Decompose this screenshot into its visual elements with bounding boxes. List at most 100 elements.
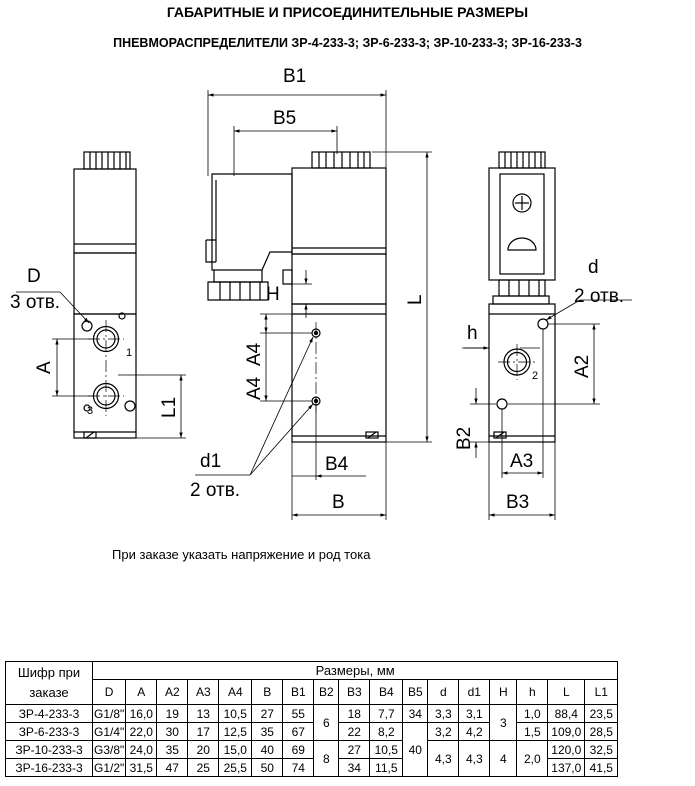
order-note: При заказе указать напряжение и род тока <box>112 547 371 562</box>
cell-d1: 3,1 <box>458 704 491 723</box>
drawing-title: ГАБАРИТНЫЕ И ПРИСОЕДИНИТЕЛЬНЫЕ РАЗМЕРЫ <box>166 4 529 20</box>
row-code: ЗР-10-233-3 <box>5 740 93 759</box>
center-view <box>205 151 387 443</box>
dim-L1: L1 <box>159 397 180 418</box>
cell-L: 88,4 <box>547 704 586 723</box>
cell-D: G1/8" <box>91 704 127 723</box>
dim-B3: B3 <box>506 492 529 513</box>
cell-B4: 8,2 <box>369 722 404 741</box>
cell-B: 50 <box>251 758 284 777</box>
cell-A: 16,0 <box>125 704 158 723</box>
col-D: D <box>91 679 127 705</box>
dim-B5: B5 <box>273 108 296 129</box>
cell-B1: 69 <box>282 740 315 759</box>
col-B5: B5 <box>402 679 429 705</box>
cell-B4: 7,7 <box>369 704 404 723</box>
dim-d-count: 2 отв. <box>574 286 624 307</box>
cell-B: 35 <box>251 722 284 741</box>
cell-L1: 23,5 <box>584 704 619 723</box>
cell-h-merged: 2,0 <box>516 740 549 777</box>
dim-D-count: 3 отв. <box>10 292 60 313</box>
col-B3: B3 <box>338 679 371 705</box>
dim-A4-top: A4 <box>244 342 265 366</box>
cell-B4: 10,5 <box>369 740 404 759</box>
cell-B5-merged: 40 <box>402 722 429 777</box>
col-A2: A2 <box>156 679 189 705</box>
cell-d: 3,2 <box>427 722 460 741</box>
cell-h: 1,5 <box>516 722 549 741</box>
cell-B3: 18 <box>338 704 371 723</box>
dim-A2: A2 <box>572 355 593 378</box>
row-code: ЗР-4-233-3 <box>5 704 93 723</box>
port-1-label: 1 <box>126 347 132 359</box>
dim-D: D <box>27 266 41 287</box>
cell-B3: 27 <box>338 740 371 759</box>
cell-A2: 35 <box>156 740 189 759</box>
dim-A4-bottom: A4 <box>244 376 265 400</box>
table-header-row: Шифр при заказе Размеры, мм <box>5 661 619 705</box>
table-row: ЗР-10-233-3 G3/8" 24,0 35 20 15,0 40 69 … <box>5 740 619 777</box>
cell-H-merged: 4 <box>489 740 518 777</box>
col-d1: d1 <box>458 679 491 705</box>
cell-A3: 20 <box>187 740 220 759</box>
col-A3: A3 <box>187 679 220 705</box>
col-H: H <box>489 679 518 705</box>
dim-A: A <box>34 361 55 374</box>
cell-D: G1/2" <box>91 758 127 777</box>
cell-d1: 4,2 <box>458 722 491 741</box>
dim-B: B <box>332 492 345 513</box>
dim-d1: d1 <box>200 451 221 472</box>
dim-B1: B1 <box>283 66 306 87</box>
dimensions-table: Шифр при заказе Размеры, мм D A A2 A3 A4… <box>5 661 619 777</box>
cell-A4: 10,5 <box>218 704 253 723</box>
cell-A2: 19 <box>156 704 189 723</box>
cell-A3: 17 <box>187 722 220 741</box>
dim-B2: B2 <box>454 427 475 450</box>
table-columns-row: D A A2 A3 A4 B B1 B2 B3 B4 B5 d d1 H h L… <box>6 679 619 705</box>
cell-B4: 11,5 <box>369 758 404 777</box>
cell-B1: 67 <box>282 722 315 741</box>
dim-h: h <box>467 323 478 344</box>
dim-A3: A3 <box>510 451 533 472</box>
left-view <box>73 151 137 439</box>
col-B1: B1 <box>282 679 315 705</box>
row-code: ЗР-16-233-3 <box>5 758 93 777</box>
table-row: ЗР-6-233-3 G1/4" 22,0 30 17 12,5 35 67 2… <box>5 722 619 777</box>
cell-d: 3,3 <box>427 704 460 723</box>
col-A4: A4 <box>218 679 253 705</box>
cell-A: 24,0 <box>125 740 158 759</box>
cell-A2: 30 <box>156 722 189 741</box>
col-A: A <box>125 679 158 705</box>
cell-B3: 22 <box>338 722 371 741</box>
cell-A3: 25 <box>187 758 220 777</box>
cell-B1: 74 <box>282 758 315 777</box>
cell-A4: 15,0 <box>218 740 253 759</box>
cell-H-merged: 3 <box>489 704 518 741</box>
cell-h: 1,0 <box>516 704 549 723</box>
port-3-label: 3 <box>87 405 93 417</box>
cell-B1: 55 <box>282 704 315 723</box>
col-L1: L1 <box>584 679 619 705</box>
cell-L1: 28,5 <box>584 722 619 741</box>
table-row: ЗР-4-233-3 G1/8" 16,0 19 13 10,5 27 55 6… <box>5 704 619 741</box>
port-2-label: 2 <box>532 370 538 382</box>
cell-A2: 47 <box>156 758 189 777</box>
sizes-header: Размеры, мм <box>91 661 619 680</box>
col-B2: B2 <box>313 679 340 705</box>
dim-L: L <box>405 294 426 305</box>
cell-B3: 34 <box>338 758 371 777</box>
cell-A4: 25,5 <box>218 758 253 777</box>
col-h: h <box>516 679 549 705</box>
cell-L: 109,0 <box>547 722 586 741</box>
cell-A: 22,0 <box>125 722 158 741</box>
drawing-subtitle: ПНЕВМОРАСПРЕДЕЛИТЕЛИ ЗР-4-233-3; ЗР-6-23… <box>113 36 582 50</box>
cell-D: G1/4" <box>91 722 127 741</box>
cell-D: G3/8" <box>91 740 127 759</box>
cell-L1: 32,5 <box>584 740 619 759</box>
dim-d: d <box>588 257 599 278</box>
cell-B: 40 <box>251 740 284 759</box>
col-L: L <box>547 679 586 705</box>
dim-H: H <box>266 284 280 305</box>
cell-A4: 12,5 <box>218 722 253 741</box>
cell-L: 120,0 <box>547 740 586 759</box>
